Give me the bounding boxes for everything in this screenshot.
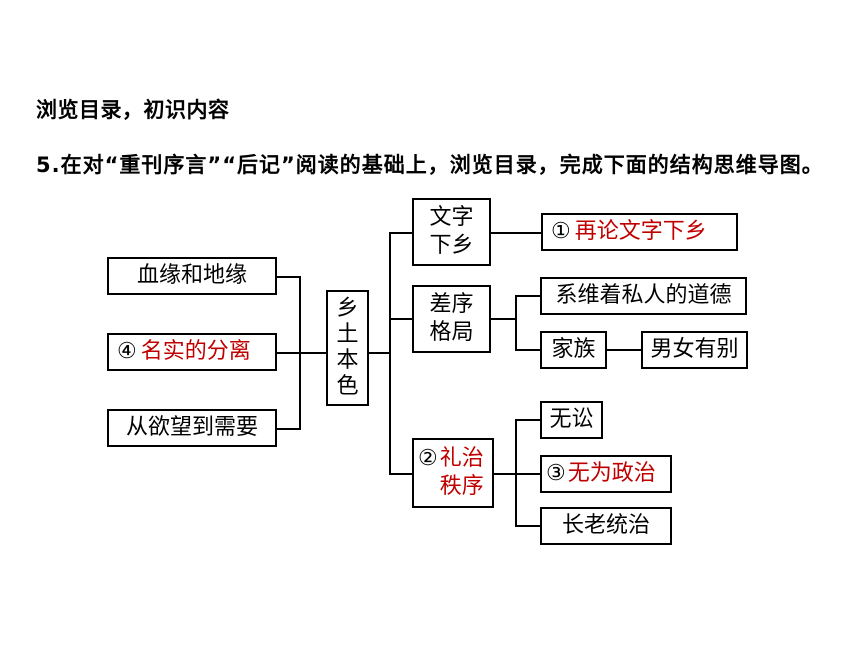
connector-elders [515,525,541,527]
blank-number: ③ [546,461,566,486]
blank-number: ④ [117,339,137,364]
node-wenzi-xiaxiang: 文字 下乡 [412,198,491,266]
node-desire-need: 从欲望到需要 [107,409,277,447]
node-label: 下乡 [429,233,474,258]
node-blank2: ② 礼治 秩序 [412,438,494,508]
node-label: 系维着私人的道德 [555,283,732,308]
center-char: 乡 [336,296,359,321]
node-family: 家族 [540,331,607,369]
answer-text: 再论文字下乡 [574,219,707,244]
node-gender-difference: 男女有别 [641,331,748,369]
node-elder-rule: 长老统治 [540,507,672,545]
node-wusong: 无讼 [540,401,603,439]
connector-chaxu-out [490,318,516,320]
center-char: 本 [336,348,359,373]
connector-family [515,349,541,351]
connector-desire [276,428,300,430]
answer-text: 礼治 [439,446,484,471]
answer-text: 名实的分离 [140,339,251,364]
connector-blank2 [389,473,413,475]
center-char: 土 [336,322,359,347]
connector-blank3 [515,473,541,475]
connector-center-right [368,352,390,354]
connector-chaxu [389,318,413,320]
node-label: 从欲望到需要 [125,415,258,440]
node-blank3: ③ 无为政治 [540,455,672,493]
answer-text: 无为政治 [567,461,656,486]
connector-blank4 [276,352,327,354]
connector-blood [276,276,300,278]
node-blood-geography: 血缘和地缘 [107,257,277,295]
node-label: 格局 [429,320,474,345]
answer-text: 秩序 [439,474,484,499]
section-heading: 浏览目录，初识内容 [36,98,230,122]
connector-left-vertical [299,276,301,430]
node-label: 家族 [551,337,596,362]
connector-moral [515,295,541,297]
connector-chaxu-vertical [515,295,517,351]
node-label: 男女有别 [650,337,739,362]
node-private-morality: 系维着私人的道德 [540,277,747,315]
center-char: 色 [336,374,359,399]
question-text: 5.在对“重刊序言”“后记”阅读的基础上，浏览目录，完成下面的结构思维导图。 [36,153,824,177]
connector-wusong [515,419,541,421]
node-chaxu-geju: 差序 格局 [412,285,491,353]
connector-blank1 [490,232,542,234]
node-label: 差序 [429,292,474,317]
connector-right-vertical [389,232,391,474]
connector-gender [606,349,642,351]
node-blank4: ④ 名实的分离 [107,333,277,371]
node-label: 文字 [429,205,474,230]
node-center-title: 乡 土 本 色 [326,290,369,406]
node-label: 无讼 [549,407,594,432]
node-label: 血缘和地缘 [136,263,247,288]
blank-number: ① [551,219,571,244]
blank-number: ② [418,446,438,471]
node-label: 长老统治 [561,513,650,538]
connector-wenzi [389,232,413,234]
connector-blank2-out [493,473,516,475]
node-blank1: ① 再论文字下乡 [541,213,738,251]
